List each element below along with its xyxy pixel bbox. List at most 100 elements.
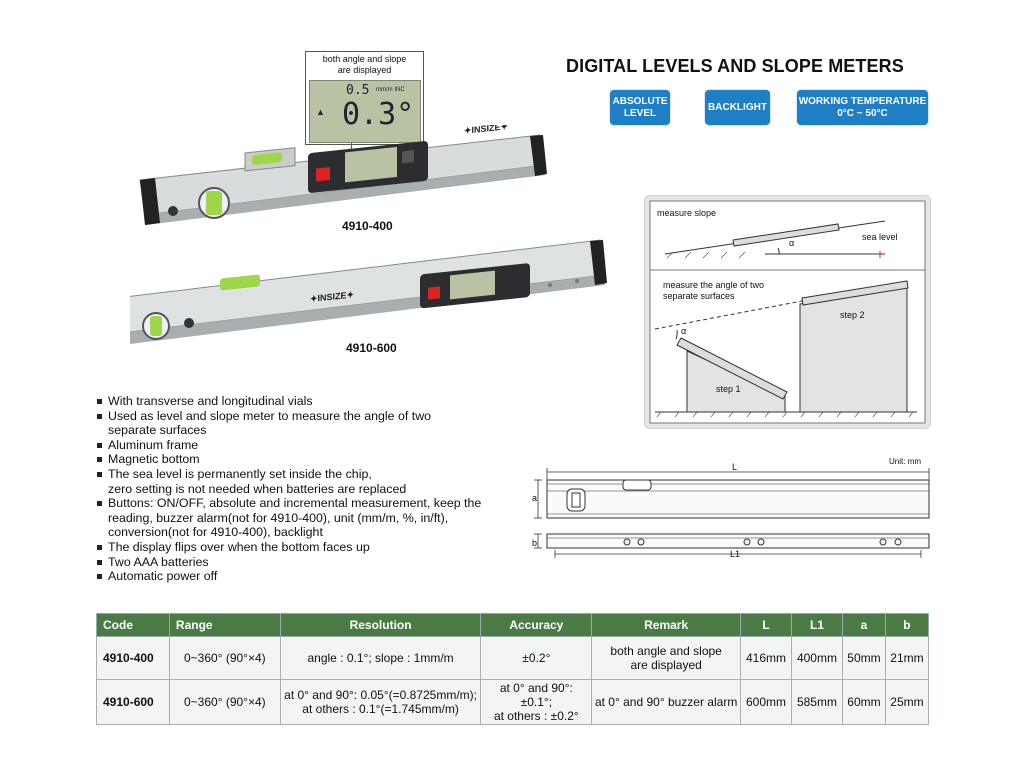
vial-liquid xyxy=(206,191,222,215)
lcd-screen: 0.5 mm/m INC ▲ 0.3° xyxy=(309,80,421,143)
on-off-button xyxy=(316,166,330,182)
badge-line: WORKING TEMPERATURE xyxy=(798,95,927,107)
cell-L1: 585mm xyxy=(790,679,843,725)
cell-range: 0~360° (90°×4) xyxy=(168,636,281,680)
cell-b: 21mm xyxy=(884,636,930,680)
feature-item-continuation: zero setting is not needed when batterie… xyxy=(108,481,407,496)
dim-L1-label: L1 xyxy=(730,549,741,559)
brand-logo: ✦INSIZE✦ xyxy=(310,289,354,304)
lcd-top-value: 0.5 xyxy=(346,83,370,98)
cell-line: ±0.2° xyxy=(522,651,551,665)
step2-label: step 2 xyxy=(840,310,865,320)
hold-button xyxy=(402,150,414,164)
header-L: L xyxy=(740,613,792,637)
cell-line: at others : 0.1°(=1.745mm/m) xyxy=(302,702,459,716)
feature-item: Automatic power off xyxy=(96,569,481,584)
cell-a: 60mm xyxy=(841,679,886,725)
header-accuracy: Accuracy xyxy=(480,613,593,637)
cell-line: angle : 0.1°; slope : 1mm/m xyxy=(307,651,454,665)
two-surfaces-line: separate surfaces xyxy=(663,291,735,301)
feature-item: The display flips over when the bottom f… xyxy=(96,540,481,555)
lcd-arrow-icon: ▲ xyxy=(316,107,325,117)
lcd-unit: mm/m INC xyxy=(376,87,405,93)
feature-item: With transverse and longitudinal vials xyxy=(96,394,481,409)
feature-item: Magnetic bottom xyxy=(96,452,481,467)
callout-text-line: both angle and slope xyxy=(322,54,407,64)
feature-item: The sea level is permanently set inside … xyxy=(96,467,481,482)
cell-line: are displayed xyxy=(630,658,702,672)
badge-line: 0°C ~ 50°C xyxy=(837,107,888,119)
callout-text-line: are displayed xyxy=(337,65,392,75)
cell-code: 4910-400 xyxy=(96,636,170,680)
cell-line: at 0° and 90°: ±0.1°; xyxy=(499,681,573,709)
cell-resolution: angle : 0.1°; slope : 1mm/m xyxy=(279,636,482,680)
cell-b: 25mm xyxy=(884,679,930,725)
lcd-small-screen xyxy=(450,270,495,300)
measure-diagram-svg xyxy=(649,200,926,424)
two-surfaces-label: measure the angle of two separate surfac… xyxy=(663,280,764,302)
brand-logo: ✦INSIZE✦ xyxy=(464,125,508,136)
lcd-main-value: 0.3° xyxy=(342,97,415,132)
header-range: Range xyxy=(168,613,281,637)
unit-label: Unit: mm xyxy=(889,457,921,466)
cell-code: 4910-600 xyxy=(96,679,170,725)
page-title: DIGITAL LEVELS AND SLOPE METERS xyxy=(566,56,904,76)
measure-diagram-panel: measure slope sea level α measure the an… xyxy=(644,195,931,429)
model-label-600: 4910-600 xyxy=(346,341,397,355)
cell-remark: at 0° and 90° buzzer alarm xyxy=(591,679,742,725)
badge-line: BACKLIGHT xyxy=(708,101,767,113)
cell-resolution: at 0° and 90°: 0.05°(=0.8725mm/m);at oth… xyxy=(279,679,482,725)
lcd-callout: both angle and slope are displayed 0.5 m… xyxy=(305,51,424,145)
two-surfaces-line: measure the angle of two xyxy=(663,280,765,290)
table-row: 4910-400 0~360° (90°×4) angle : 0.1°; sl… xyxy=(96,636,930,680)
measure-slope-label: measure slope xyxy=(657,208,717,218)
cell-L: 416mm xyxy=(740,636,792,680)
longitudinal-vial-icon xyxy=(220,274,260,291)
spec-table: Code Range Resolution Accuracy Remark L … xyxy=(96,613,930,725)
alpha-label: α xyxy=(681,326,687,336)
feature-item: Used as level and slope meter to measure… xyxy=(96,409,481,424)
cell-accuracy: at 0° and 90°: ±0.1°;at others : ±0.2° xyxy=(480,679,593,725)
header-remark: Remark xyxy=(591,613,742,637)
working-temperature-badge: WORKING TEMPERATURE 0°C ~ 50°C xyxy=(797,90,928,125)
longitudinal-vial-icon xyxy=(252,152,282,165)
cell-line: at others : ±0.2° xyxy=(493,709,579,723)
backlight-badge: BACKLIGHT xyxy=(705,90,770,125)
header-resolution: Resolution xyxy=(279,613,482,637)
cell-line: both angle and slope xyxy=(610,644,722,658)
cell-L1: 400mm xyxy=(790,636,843,680)
alpha-label: α xyxy=(789,238,795,248)
table-header-row: Code Range Resolution Accuracy Remark L … xyxy=(96,613,930,637)
on-off-button xyxy=(428,286,440,300)
badge-line: ABSOLUTE xyxy=(612,95,668,107)
feature-item-continuation: conversion(not for 4910-400), backlight xyxy=(108,525,323,540)
level-4910-600: ✦INSIZE✦ xyxy=(130,239,607,345)
features-list: With transverse and longitudinal vials U… xyxy=(96,394,481,584)
feature-item-continuation: separate surfaces xyxy=(108,423,207,438)
header-L1: L1 xyxy=(790,613,843,637)
products-illustration: ✦INSIZE✦ ✦INSIZE✦ xyxy=(130,125,607,345)
level-4910-400: ✦INSIZE✦ xyxy=(139,125,547,225)
feature-item: Aluminum frame xyxy=(96,438,481,453)
step1-label: step 1 xyxy=(716,384,741,394)
absolute-level-badge: ABSOLUTE LEVEL xyxy=(610,90,670,125)
cell-line: at 0° and 90° buzzer alarm xyxy=(594,695,738,709)
badge-line: LEVEL xyxy=(623,107,657,119)
dim-a-label: a xyxy=(532,493,538,503)
header-a: a xyxy=(841,613,886,637)
feature-item: Buttons: ON/OFF, absolute and incrementa… xyxy=(96,496,481,511)
dim-b-label: b xyxy=(532,538,538,548)
feature-item: Two AAA batteries xyxy=(96,555,481,570)
header-b: b xyxy=(884,613,930,637)
table-row: 4910-600 0~360° (90°×4) at 0° and 90°: 0… xyxy=(96,679,930,725)
lcd-small-screen xyxy=(345,146,397,183)
cell-accuracy: ±0.2° xyxy=(480,636,593,680)
dim-L-label: L xyxy=(732,462,738,472)
cell-line: at 0° and 90°: 0.05°(=0.8725mm/m); xyxy=(284,688,477,702)
cell-L: 600mm xyxy=(740,679,792,725)
dimension-drawing xyxy=(534,468,930,558)
cell-range: 0~360° (90°×4) xyxy=(168,679,281,725)
header-code: Code xyxy=(96,613,170,637)
feature-item-continuation: reading, buzzer alarm(not for 4910-400),… xyxy=(108,510,449,525)
